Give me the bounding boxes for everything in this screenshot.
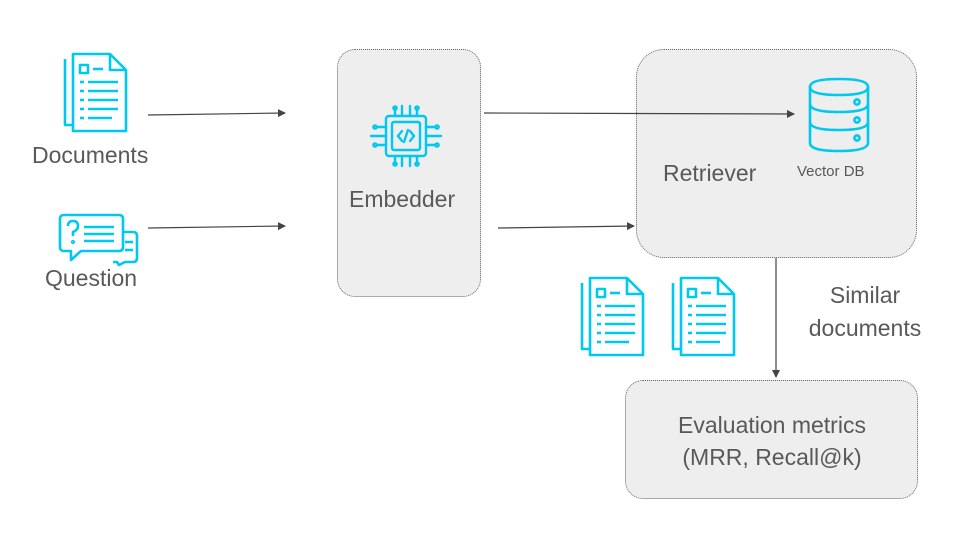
arrow-embedder-to-retriever [497, 222, 635, 231]
arrow-embedder-to-vectordb [483, 109, 795, 118]
document-icon [580, 276, 645, 357]
database-icon [808, 77, 870, 153]
embedder-label: Embedder [349, 186, 456, 212]
evaluation-label: Evaluation metrics (MRR, Recall@k) [625, 409, 919, 473]
retriever-box [636, 49, 917, 258]
embedder-box [337, 49, 481, 297]
chat-bubbles-icon [58, 213, 139, 267]
document-icon [63, 52, 128, 133]
evaluation-line2: (MRR, Recall@k) [682, 444, 862, 470]
similar-documents-line1: Similar [829, 282, 901, 308]
documents-label: Documents [32, 142, 149, 168]
similar-documents-label: Similar documents [800, 279, 930, 345]
question-label: Question [45, 265, 138, 291]
evaluation-line1: Evaluation metrics [678, 412, 866, 438]
arrow-question-to-embedder [147, 222, 286, 231]
similar-documents-line2: documents [808, 315, 922, 341]
document-icon [671, 276, 736, 357]
chip-icon [369, 104, 443, 168]
arrow-documents-to-embedder [147, 109, 286, 118]
evaluation-box [625, 380, 918, 499]
retriever-label: Retriever [663, 160, 757, 186]
vector-db-label: Vector DB [797, 163, 865, 180]
